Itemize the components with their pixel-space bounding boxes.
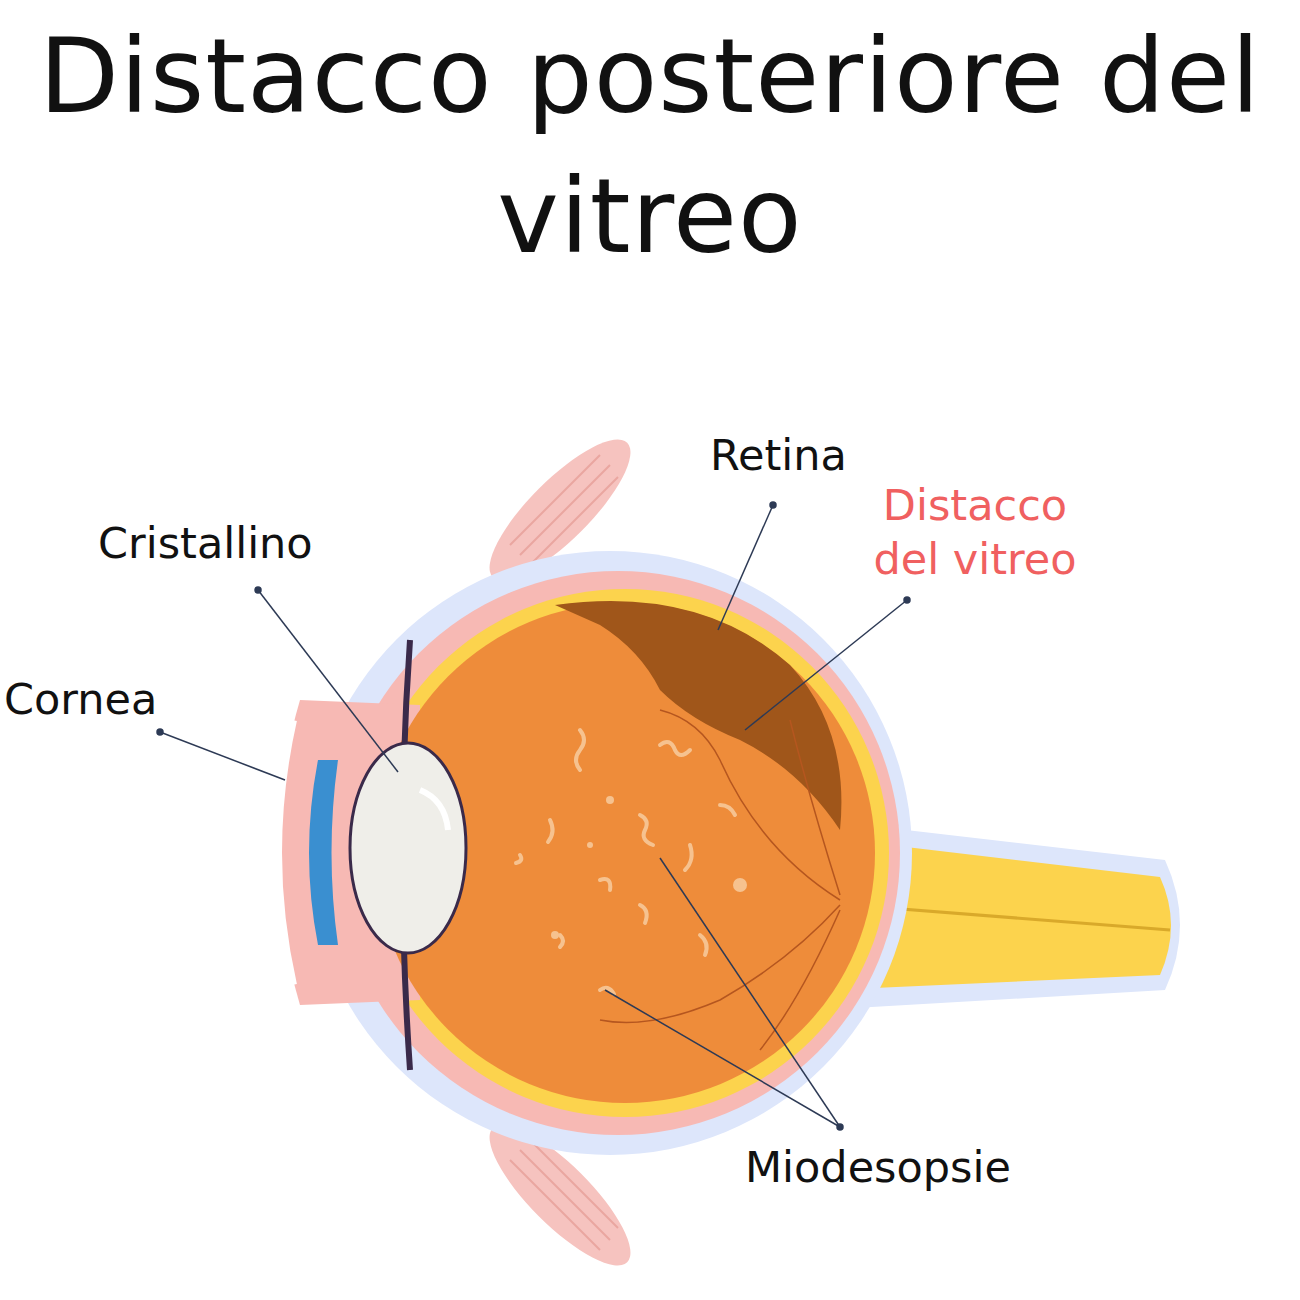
choroid xyxy=(336,571,900,1135)
vitreous-detachment xyxy=(555,601,841,830)
iris xyxy=(309,760,338,945)
blood-vessels xyxy=(600,710,840,1050)
lens xyxy=(350,743,466,953)
part-label: Cornea xyxy=(4,672,224,726)
highlight-label: Distacco del vitreo xyxy=(845,478,1105,586)
leader-lines xyxy=(157,502,910,1130)
cornea-shape xyxy=(277,720,292,985)
floaters xyxy=(516,730,735,994)
part-label: Retina xyxy=(710,428,950,482)
sclera xyxy=(308,551,912,1155)
title: Distacco posteriore del vitreo xyxy=(30,6,1270,286)
part-label: Miodesopsie xyxy=(745,1140,1105,1194)
part-label: Cristallino xyxy=(98,516,398,570)
